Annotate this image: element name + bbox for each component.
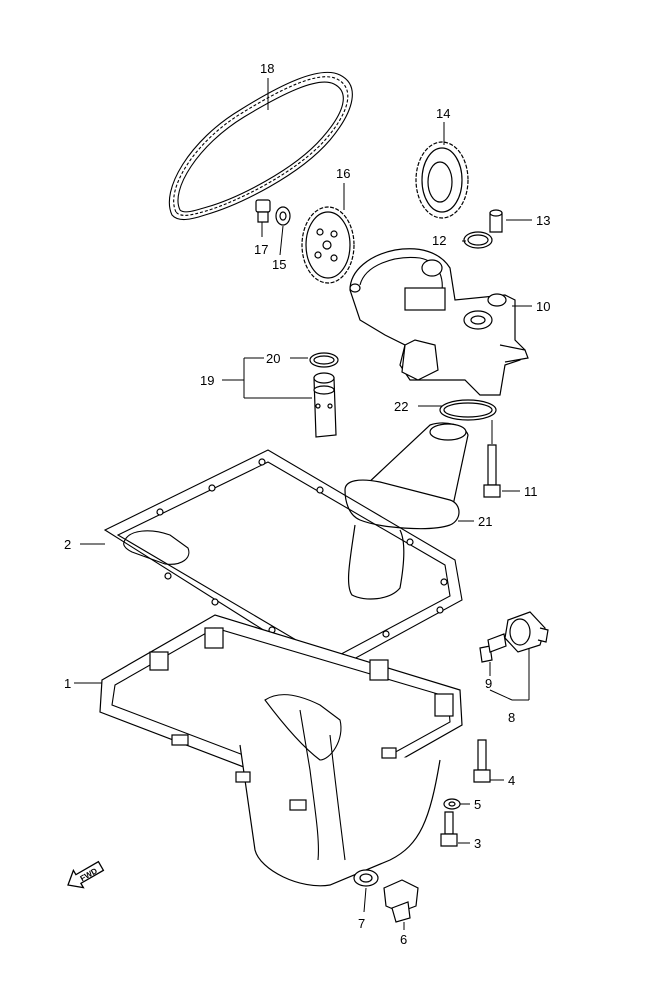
part-18-chain [168,71,353,221]
callout-5: 5 [474,797,481,812]
callout-9: 9 [485,676,492,691]
callout-22: 22 [394,399,408,414]
callout-17: 17 [254,242,268,257]
part-8-switch [504,611,549,653]
part-14-gear [415,141,469,219]
callout-4: 4 [508,773,515,788]
fwd-arrow-icon: FWD [67,860,105,889]
part-3-bolt [440,811,458,847]
callout-6: 6 [400,932,407,947]
callout-2: 2 [64,537,71,552]
part-13-pin [489,209,503,233]
part-22-oring [439,399,497,421]
callout-3: 3 [474,836,481,851]
part-20-oring [309,352,339,368]
part-15-washer [275,206,291,226]
part-9-bolt [479,633,507,663]
part-11-bolt [483,444,501,498]
part-17-bolt [255,199,271,223]
part-6-drain-plug [383,879,419,923]
callout-14: 14 [436,106,450,121]
callout-16: 16 [336,166,350,181]
leader-lines [74,78,532,930]
callout-20: 20 [266,351,280,366]
callout-11: 11 [524,484,538,499]
callout-19: 19 [200,373,214,388]
callout-7: 7 [358,916,365,931]
part-21-strainer [344,422,469,600]
callout-1: 1 [64,676,71,691]
part-10-oil-pump [349,248,529,396]
part-4-bolt [473,739,491,783]
part-16-sprocket [301,206,355,284]
part-12-oring [463,231,493,249]
part-7-gasket [353,869,379,887]
callout-21: 21 [478,514,492,529]
callout-12: 12 [432,233,446,248]
callout-8: 8 [508,710,515,725]
part-19-pipe [313,372,337,438]
callout-18: 18 [260,61,274,76]
callout-10: 10 [536,299,550,314]
callout-15: 15 [272,257,286,272]
callout-13: 13 [536,213,550,228]
callout-labels: 18 14 16 17 15 12 13 10 20 19 22 11 21 2… [64,61,550,947]
part-5-washer [443,798,461,810]
part-1-oil-pan [99,614,463,887]
